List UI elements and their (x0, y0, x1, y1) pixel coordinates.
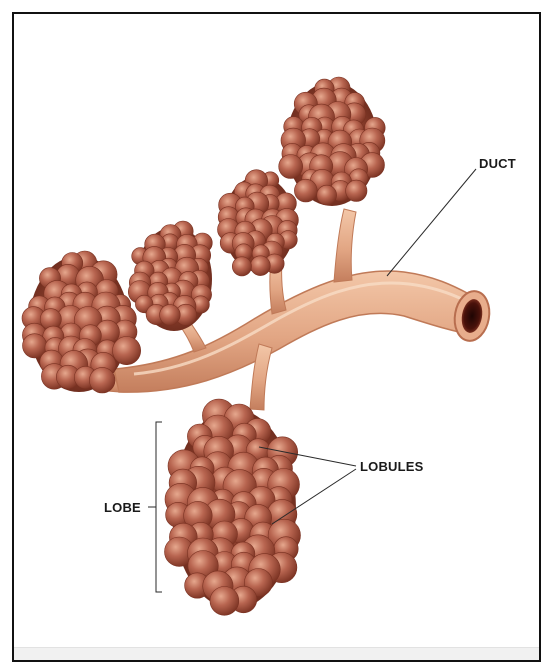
acinus (346, 180, 367, 201)
acinus (232, 257, 251, 276)
lobe-label: LOBE (104, 500, 141, 515)
lobule-cluster-top (279, 77, 386, 206)
acinus (89, 367, 115, 393)
acinus (160, 305, 181, 326)
acinus (251, 256, 271, 276)
branch-top-lobule (334, 209, 356, 282)
acinus (210, 587, 239, 616)
lobules-label: LOBULES (360, 459, 424, 474)
lobe-cluster-bottom (165, 399, 301, 615)
bottom-strip (14, 647, 539, 660)
diagram-frame: DUCT LOBULES LOBE (12, 12, 541, 662)
duct-leader-line (387, 169, 476, 276)
lobule-cluster-small (128, 221, 212, 331)
gland-diagram (14, 14, 539, 660)
acinus (317, 185, 337, 205)
acinus (279, 155, 303, 179)
lobule-cluster-middle (218, 170, 299, 276)
acinus (113, 337, 141, 365)
acinus (294, 179, 317, 202)
duct-label: DUCT (479, 156, 516, 171)
lobe-bracket (156, 422, 162, 592)
